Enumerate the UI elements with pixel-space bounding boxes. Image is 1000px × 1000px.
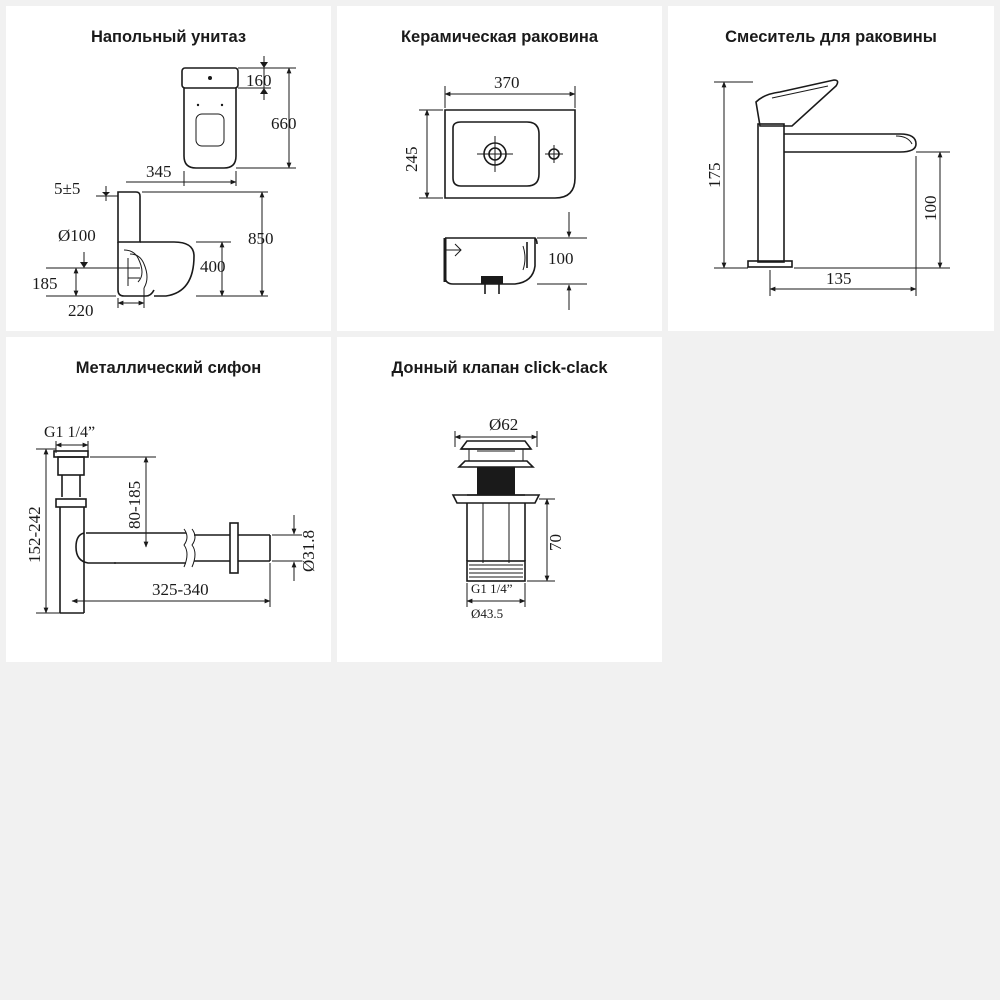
siphon-drawing: G1 1/4” 152-242 <box>25 424 318 614</box>
toilet-side-view <box>117 191 195 297</box>
dim-185: 185 <box>32 274 58 293</box>
faucet-drawing: 175 100 135 <box>705 79 950 296</box>
card-click-clack-valve: Донный клапан click-clack Ø62 <box>337 337 662 662</box>
dim-80: 80-185 <box>125 481 144 529</box>
dim-345: 345 <box>146 162 172 181</box>
card-title: Смеситель для раковины <box>725 28 937 46</box>
dim-5: 5±5 <box>54 179 80 198</box>
dim-g: G1 1/4” <box>44 424 95 441</box>
card-metal-siphon: Металлический сифон G1 1/4” <box>6 337 331 662</box>
valve-drawing: Ø62 70 G1 1/4” <box>451 415 565 621</box>
dim-850: 850 <box>248 229 274 248</box>
dim-d100: Ø100 <box>58 226 96 245</box>
siphon-body <box>53 450 271 614</box>
card-title: Донный клапан click-clack <box>391 359 608 377</box>
valve-body <box>451 440 541 582</box>
dim-135: 135 <box>826 269 852 288</box>
card-title: Напольный унитаз <box>90 28 247 46</box>
sink-side-view <box>443 237 538 294</box>
dim-152: 152-242 <box>25 506 44 563</box>
toilet-top-view <box>181 67 239 169</box>
dim-d43: Ø43.5 <box>471 606 503 621</box>
card-floor-toilet: Напольный унитаз 160 660 345 <box>6 6 331 331</box>
dim-70: 70 <box>546 534 565 551</box>
sink-drawing: 370 245 100 <box>402 73 587 310</box>
card-title: Керамическая раковина <box>400 28 599 46</box>
dim-100: 100 <box>548 249 574 268</box>
sink-top-view <box>444 109 576 199</box>
dim-175: 175 <box>705 163 724 189</box>
dim-160: 160 <box>246 71 272 90</box>
dim-d62: Ø62 <box>489 415 518 434</box>
dim-370: 370 <box>494 73 520 92</box>
dim-660: 660 <box>271 114 297 133</box>
card-title: Металлический сифон <box>75 359 262 377</box>
dim-g: G1 1/4” <box>471 581 513 596</box>
toilet-drawing: 160 660 345 5±5 850 400 Ø100 <box>32 56 297 320</box>
dim-400: 400 <box>200 257 226 276</box>
dim-100: 100 <box>921 196 940 222</box>
faucet-body <box>747 79 917 268</box>
dim-220: 220 <box>68 301 94 320</box>
dim-245: 245 <box>402 147 421 173</box>
card-sink-faucet: Смеситель для раковины 175 100 135 <box>668 6 994 331</box>
dim-31: Ø31.8 <box>299 530 318 572</box>
card-ceramic-sink: Керамическая раковина 370 245 <box>337 6 662 331</box>
dim-325: 325-340 <box>152 580 209 599</box>
